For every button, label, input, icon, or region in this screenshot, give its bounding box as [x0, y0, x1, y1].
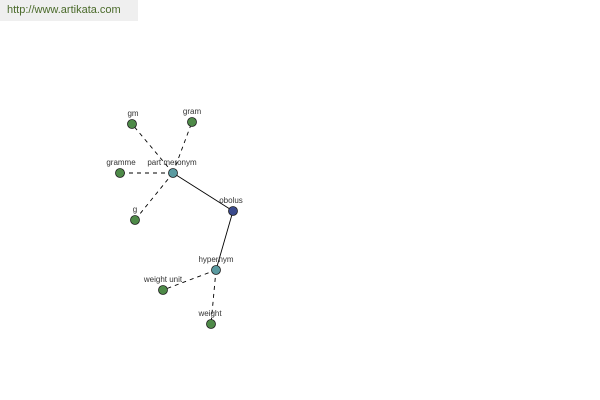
node-dot-weight-unit[interactable]: [158, 285, 168, 295]
node-label-part-meronym: part meronym: [147, 158, 197, 167]
node-dot-weight[interactable]: [206, 319, 216, 329]
node-dot-gram[interactable]: [187, 117, 197, 127]
edge-hypernym-weight-unit: [162, 269, 217, 291]
node-label-weight-unit: weight unit: [143, 275, 183, 284]
edge-part-meronym-obolus: [172, 172, 234, 212]
node-label-gramme: gramme: [106, 158, 136, 167]
site-url-label[interactable]: http://www.artikata.com: [0, 0, 138, 21]
node-label-hypernym: hypernym: [198, 255, 233, 264]
node-label-g: g: [133, 205, 137, 214]
node-weight[interactable]: weight: [197, 309, 222, 329]
node-label-obolus: obolus: [219, 196, 243, 205]
node-hypernym[interactable]: hypernym: [198, 255, 234, 275]
edge-part-meronym-g: [134, 172, 174, 221]
node-dot-gm[interactable]: [127, 119, 137, 129]
node-dot-part-meronym[interactable]: [168, 168, 178, 178]
edge-hypernym-weight: [210, 269, 217, 325]
edge-obolus-hypernym: [215, 210, 234, 271]
node-gramme[interactable]: gramme: [106, 158, 136, 178]
edge-part-meronym-gram: [172, 121, 193, 174]
node-dot-obolus[interactable]: [228, 206, 238, 216]
node-weight-unit[interactable]: weight unit: [143, 275, 183, 295]
node-label-weight: weight: [197, 309, 222, 318]
node-gm[interactable]: gm: [127, 109, 139, 129]
node-part-meronym[interactable]: part meronym: [147, 158, 197, 178]
node-label-gram: gram: [183, 107, 202, 116]
node-g[interactable]: g: [130, 205, 140, 225]
node-dot-g[interactable]: [130, 215, 140, 225]
node-dot-hypernym[interactable]: [211, 265, 221, 275]
node-obolus[interactable]: obolus: [219, 196, 243, 216]
node-label-gm: gm: [127, 109, 138, 118]
node-dot-gramme[interactable]: [115, 168, 125, 178]
node-gram[interactable]: gram: [183, 107, 202, 127]
edges-layer: [120, 121, 234, 325]
edge-part-meronym-gm: [131, 123, 174, 174]
nodes-layer: gm gram gramme part meronym g obolus hypernym w…: [106, 107, 243, 329]
